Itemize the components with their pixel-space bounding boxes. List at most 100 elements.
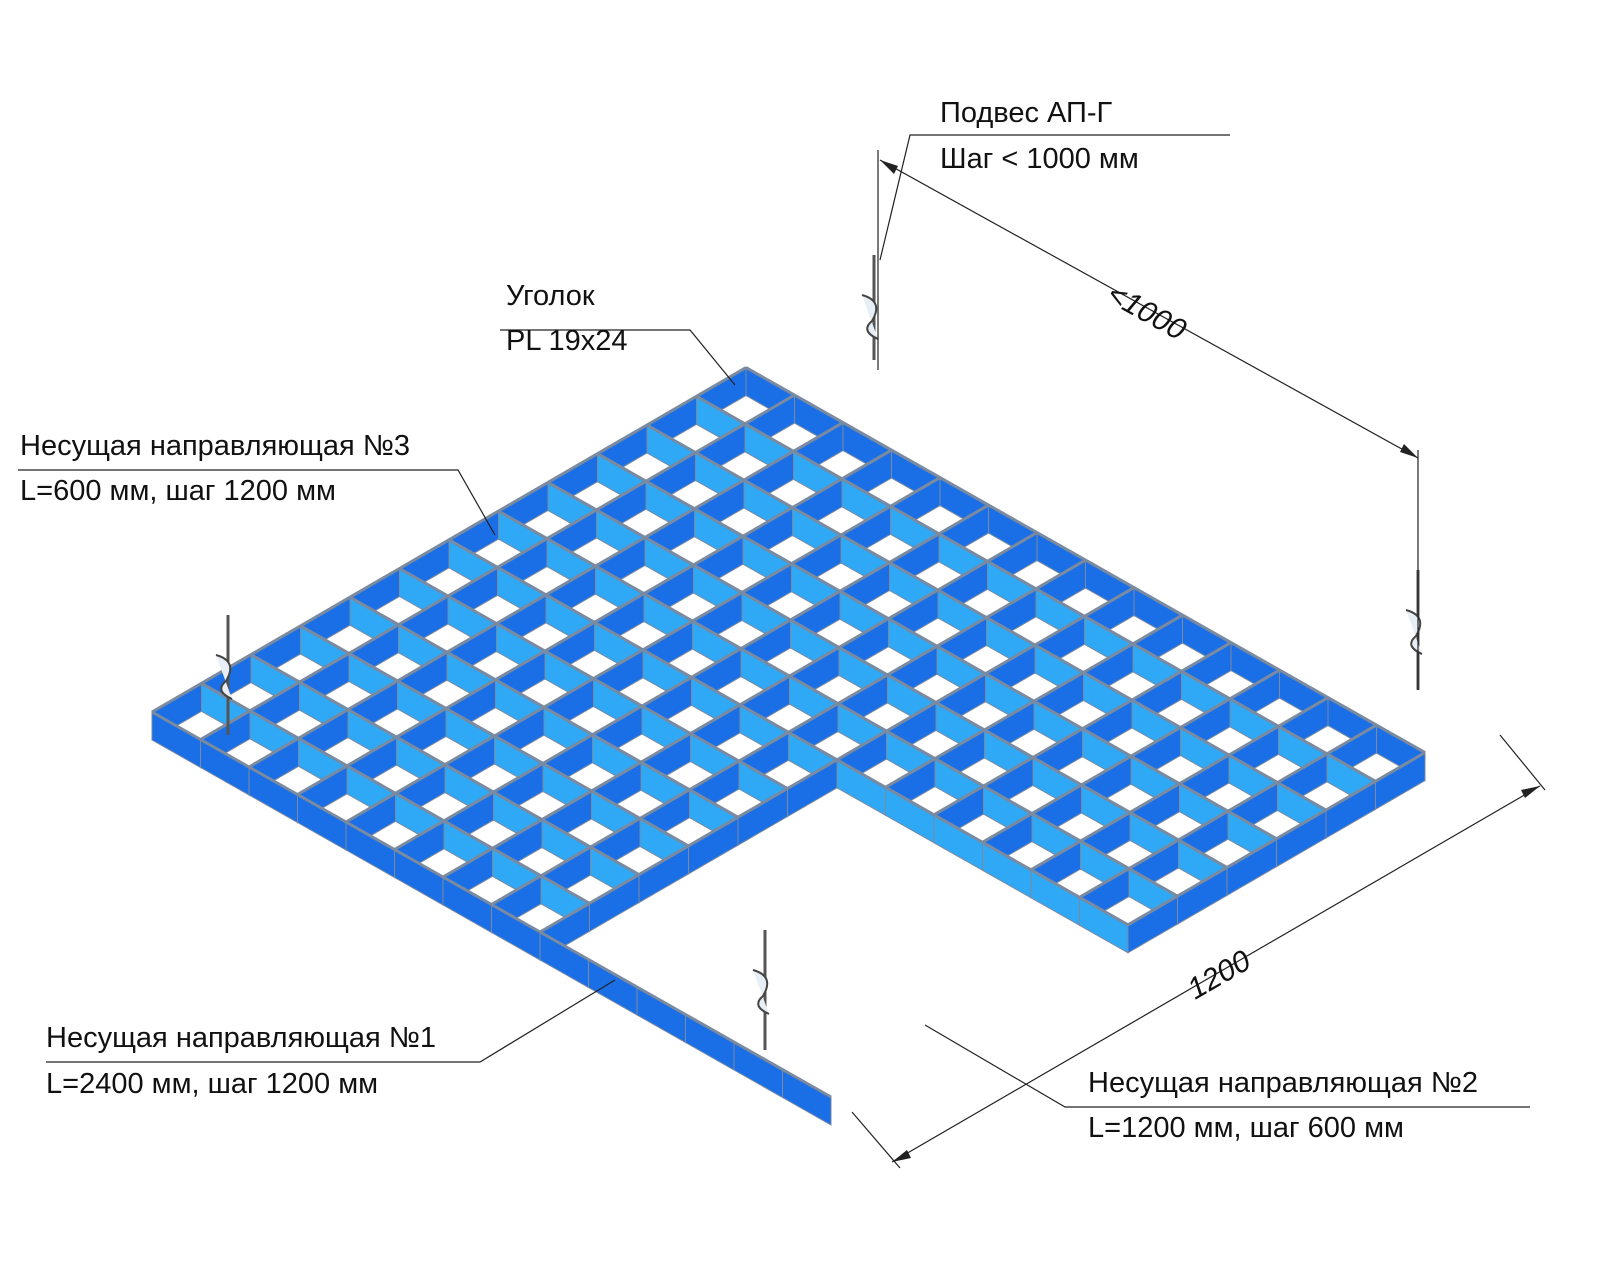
leader-rail1	[46, 979, 616, 1063]
grid-panel-top-edge	[1130, 754, 1181, 786]
grid-panel-top-edge	[1128, 838, 1180, 870]
grid-panel-top-edge	[884, 757, 936, 789]
grid-panel-top-edge	[1230, 641, 1281, 672]
grid-panel-top-edge	[396, 679, 447, 710]
grid-panel-top-edge	[841, 477, 892, 508]
grid-panel-top-edge	[1375, 723, 1426, 754]
grid-panel-top-edge	[248, 765, 299, 796]
grid-panel-top-edge	[593, 592, 645, 624]
grid-panel-top-edge	[1082, 642, 1134, 674]
grid-panel-top-edge	[151, 710, 202, 741]
grid-panel-top-edge	[690, 647, 742, 679]
grid-panel-top-edge	[840, 533, 891, 564]
grid-panel-top-edge	[739, 703, 790, 734]
label-rail1: Несущая направляющая №1 L=2400 мм, шаг 1…	[46, 1022, 436, 1100]
grid-panel-top-edge	[645, 479, 696, 511]
grid-panel-top-edge	[982, 756, 1034, 788]
grid-panel-top-edge	[1326, 752, 1377, 783]
grid-layer	[151, 366, 1426, 1126]
grid-panel-top-edge	[492, 762, 544, 794]
grid-panel-top-edge	[596, 452, 647, 483]
leader-rail3	[18, 469, 496, 536]
grid-panel-top-edge	[744, 393, 796, 426]
grid-panel-top-edge	[541, 818, 592, 849]
grid-panel-top-edge	[741, 591, 792, 622]
grid-panel-top-edge	[838, 646, 889, 677]
grid-panel-top-edge	[347, 679, 399, 711]
grid-panel-top-edge	[539, 902, 591, 934]
grid-panel-top-edge	[836, 729, 888, 762]
grid-panel-top-edge	[692, 534, 744, 567]
grid-panel-top-edge	[496, 537, 548, 569]
grid-panel-top-edge	[1080, 754, 1132, 787]
grid-panel-top-edge	[640, 760, 691, 792]
grid-panel-top-edge	[1226, 837, 1278, 869]
grid-panel-top-edge	[982, 784, 1033, 815]
grid-panel-top-edge	[540, 845, 592, 878]
grid-panel-top-edge	[393, 848, 444, 879]
grid-panel-top-edge	[1036, 531, 1087, 562]
grid-panel-top-edge	[636, 985, 687, 1016]
grid-panel-top-edge	[890, 448, 941, 479]
grid-panel-top-edge	[446, 622, 498, 654]
grid-panel-top-edge	[448, 538, 499, 569]
grid-panel-top-edge	[1130, 726, 1182, 758]
grid-panel-top-edge	[445, 678, 497, 710]
grid-panel-top-edge	[297, 736, 348, 768]
grid-panel-top-edge	[349, 567, 401, 599]
grid-panel-top-edge	[299, 595, 351, 628]
grid-panel-top-edge	[1033, 671, 1085, 703]
grid-panel-top-edge	[1083, 614, 1134, 646]
grid-panel-top-edge	[1176, 866, 1228, 898]
grid-panel-top-edge	[643, 563, 695, 595]
grid-panel-top-edge	[1079, 811, 1131, 843]
grid-panel-top-edge	[544, 621, 596, 653]
grid-panel-top-edge	[1128, 867, 1179, 898]
grid-panel-top-edge	[297, 708, 349, 740]
grid-panel-top-edge	[885, 729, 936, 760]
grid-panel	[782, 1068, 832, 1126]
grid-panel-top-edge	[345, 820, 396, 851]
grid-panel-top-edge	[1129, 811, 1180, 842]
grid-panel-top-edge	[789, 618, 840, 649]
grid-panel	[588, 958, 638, 1016]
grid-panel-top-edge	[492, 790, 543, 821]
grid-panel-top-edge	[984, 672, 1035, 703]
grid-panel-top-edge	[986, 531, 1038, 563]
grid-panel-top-edge	[887, 588, 939, 620]
grid-panel-top-edge	[693, 507, 744, 538]
grid-panel-top-edge	[543, 705, 594, 737]
grid-panel-top-edge	[984, 643, 1036, 675]
grid-panel-top-edge	[985, 616, 1036, 647]
grid-panel-top-edge	[591, 704, 643, 736]
grid-panel	[636, 986, 686, 1044]
grid-panel-top-edge	[787, 702, 839, 734]
grid-panel-top-edge	[249, 680, 301, 713]
grid-panel-top-edge	[1084, 558, 1135, 589]
grid-panel-top-edge	[1229, 668, 1281, 701]
grid-panel-top-edge	[494, 678, 545, 709]
grid-panel-top-edge	[1083, 586, 1135, 618]
grid-panel-top-edge	[981, 840, 1032, 872]
grid-panel-top-edge	[791, 477, 843, 509]
grid-panel-top-edge	[588, 873, 640, 905]
grid-panel-top-edge	[740, 618, 792, 650]
grid-panel-top-edge	[447, 566, 499, 598]
grid-panel-top-edge	[737, 787, 789, 819]
grid-panel-top-edge	[1178, 753, 1230, 785]
grid-panel-top-edge	[1078, 895, 1129, 927]
dimension-bottom-label: 1200	[1182, 944, 1257, 1006]
grid-panel-top-edge	[199, 738, 250, 769]
grid-panel-top-edge	[791, 506, 842, 537]
grid-panel-top-edge	[594, 564, 645, 595]
grid-panel-top-edge	[695, 366, 747, 398]
grid-panel-top-edge	[646, 423, 697, 454]
grid-panel-top-edge	[744, 422, 795, 453]
grid-panel-top-edge	[151, 682, 203, 714]
grid-panel-top-edge	[1179, 697, 1231, 729]
grid-panel-top-edge	[540, 874, 591, 905]
grid-panel-top-edge	[691, 591, 743, 623]
grid-panel-top-edge	[793, 393, 844, 424]
grid-panel-top-edge	[788, 646, 840, 678]
